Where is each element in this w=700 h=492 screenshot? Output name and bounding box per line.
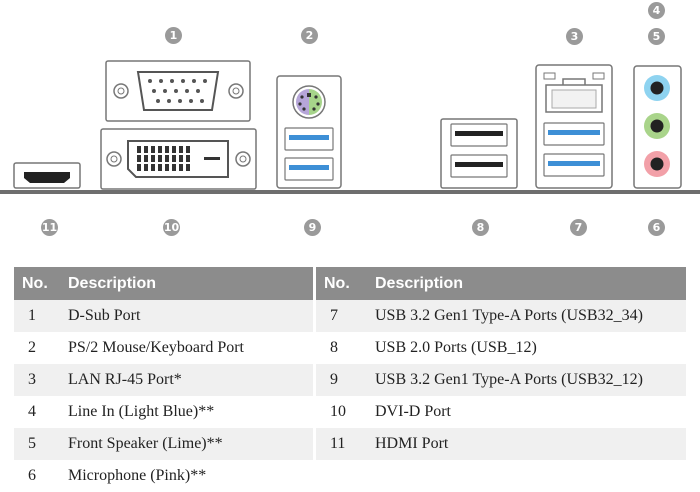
row-description: USB 3.2 Gen1 Type-A Ports (USB32_12)	[373, 364, 686, 396]
panel-baseline	[0, 190, 700, 194]
callout-6: 6	[648, 219, 665, 236]
row-description: Line In (Light Blue)**	[66, 396, 313, 428]
header-description: Description	[66, 267, 313, 300]
row-description: PS/2 Mouse/Keyboard Port	[66, 332, 313, 364]
header-no: No.	[14, 267, 66, 300]
header-no: No.	[316, 267, 373, 300]
callout-8: 8	[472, 219, 489, 236]
row-description: D-Sub Port	[66, 300, 313, 332]
row-description: DVI-D Port	[373, 396, 686, 428]
dvi-d-port	[100, 128, 257, 190]
usb2-stack	[440, 118, 518, 189]
row-no: 3	[14, 364, 66, 396]
callout-9: 9	[304, 219, 321, 236]
callout-1: 1	[165, 27, 182, 44]
callout-11: 11	[41, 219, 58, 236]
d-sub-port	[105, 60, 251, 122]
row-no: 6	[14, 460, 66, 492]
row-no: 7	[316, 300, 373, 332]
row-no: 4	[14, 396, 66, 428]
row-description: LAN RJ-45 Port*	[66, 364, 313, 396]
row-description: USB 3.2 Gen1 Type-A Ports (USB32_34)	[373, 300, 686, 332]
audio-jacks	[633, 65, 682, 189]
row-no: 8	[316, 332, 373, 364]
io-panel-diagram	[0, 60, 700, 194]
callout-10: 10	[163, 219, 180, 236]
hdmi-port	[13, 162, 81, 189]
table-header: No. Description	[14, 267, 313, 300]
callout-7: 7	[570, 219, 587, 236]
row-description: HDMI Port	[373, 428, 686, 460]
row-no: 5	[14, 428, 66, 460]
row-no: 11	[316, 428, 373, 460]
row-no: 1	[14, 300, 66, 332]
callout-3: 3	[566, 28, 583, 45]
row-description: USB 2.0 Ports (USB_12)	[373, 332, 686, 364]
callout-5: 5	[648, 28, 665, 45]
header-description: Description	[373, 267, 686, 300]
callout-2: 2	[301, 27, 318, 44]
ps2-usb-stack	[276, 75, 342, 189]
lan-usb-stack	[535, 64, 613, 189]
row-description: Microphone (Pink)**	[66, 460, 313, 492]
row-no: 10	[316, 396, 373, 428]
callout-4: 4	[648, 2, 665, 19]
row-description: Front Speaker (Lime)**	[66, 428, 313, 460]
row-no: 9	[316, 364, 373, 396]
row-no: 2	[14, 332, 66, 364]
table-header: No. Description	[316, 267, 686, 300]
